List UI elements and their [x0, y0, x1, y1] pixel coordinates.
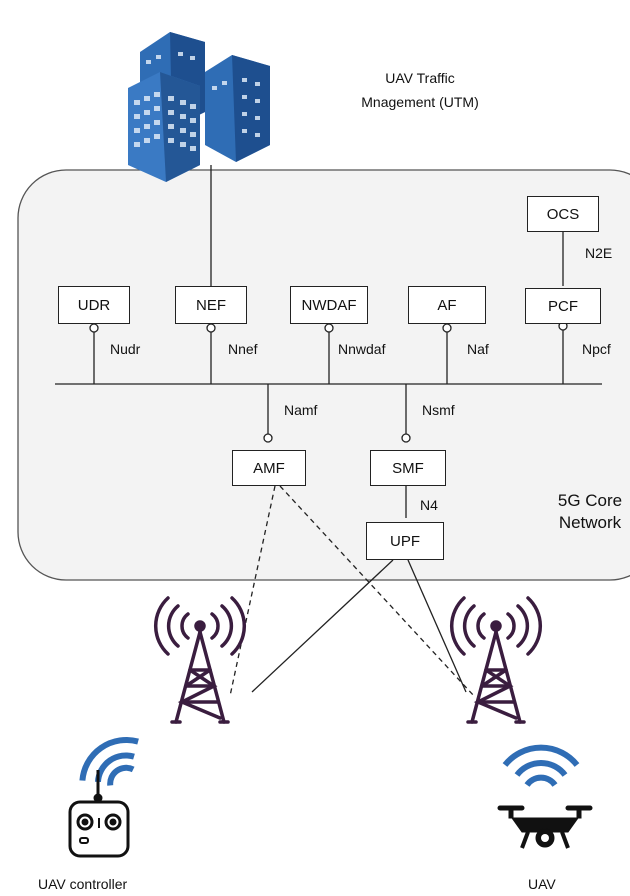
label-nnef: Nnef — [228, 341, 258, 357]
label-nsmf: Nsmf — [422, 402, 455, 418]
amf-box: AMF — [232, 450, 306, 486]
label-nudr: Nudr — [110, 341, 141, 357]
remote-controller-icon — [68, 770, 130, 858]
wifi-signal-icon — [79, 736, 139, 786]
utm-label-line1: UAV Traffic — [385, 70, 455, 86]
nwdaf-box: NWDAF — [290, 286, 368, 324]
drone-icon — [497, 805, 593, 849]
label-naf: Naf — [467, 341, 489, 357]
pcf-box: PCF — [525, 288, 601, 324]
nef-box: NEF — [175, 286, 247, 324]
cell-tower-icon — [154, 596, 246, 724]
label-namf: Namf — [284, 402, 318, 418]
office-building-icon — [128, 32, 270, 182]
upf-tower-right-link — [407, 559, 467, 693]
label-n4: N4 — [420, 497, 438, 513]
upf-box: UPF — [366, 522, 444, 560]
smf-box: SMF — [370, 450, 446, 486]
core-network-label-line1: 5G Core — [557, 491, 623, 510]
core-network-region — [17, 169, 630, 581]
ocs-box: OCS — [527, 196, 599, 232]
af-box: AF — [408, 286, 486, 324]
label-nnwdaf: Nnwdaf — [338, 341, 386, 357]
amf-tower-right-link — [279, 485, 475, 697]
wifi-signal-icon — [502, 744, 580, 787]
udr-box: UDR — [58, 286, 130, 324]
core-network-label: 5G Core Network — [540, 490, 630, 534]
cell-tower-icon — [450, 596, 542, 724]
core-network-label-line2: Network — [558, 513, 622, 532]
utm-label: UAV Traffic Mnagement (UTM) — [340, 66, 500, 114]
uav-label: UAV — [528, 876, 556, 892]
label-n2e: N2E — [585, 245, 613, 261]
label-npcf: Npcf — [582, 341, 611, 357]
upf-tower-left-link — [251, 559, 394, 693]
uav-controller-label: UAV controller — [38, 876, 128, 892]
utm-label-line2: Mnagement (UTM) — [361, 94, 479, 110]
